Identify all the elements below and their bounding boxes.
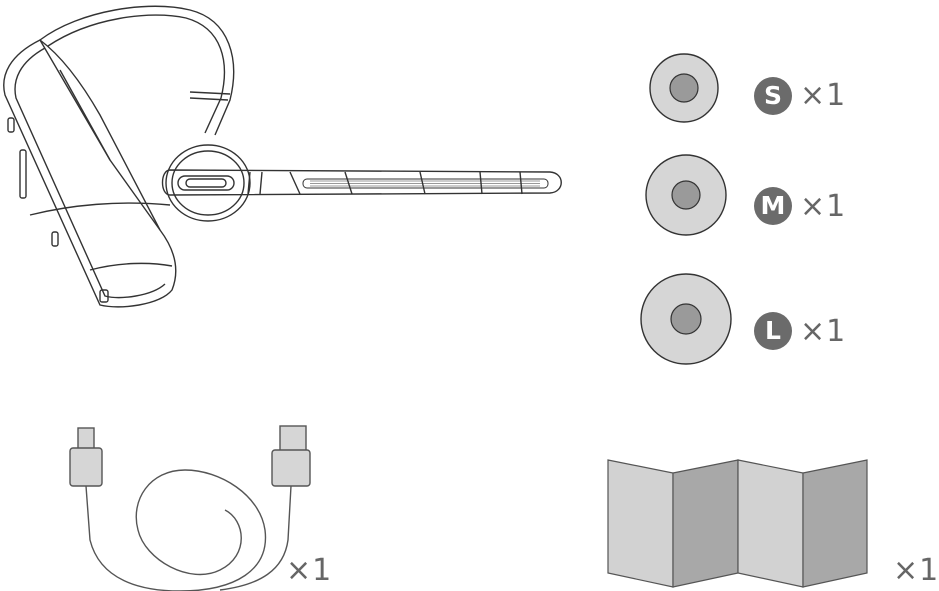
manual-quantity: ×1	[893, 553, 939, 588]
bluetooth-headset-icon	[3, 5, 562, 308]
eartip-s-quantity: ×1	[800, 78, 847, 113]
cable-quantity: ×1	[286, 553, 333, 588]
folded-manual-icon	[607, 459, 868, 588]
eartip-small-icon	[649, 53, 719, 123]
eartip-medium-icon	[645, 154, 727, 236]
eartip-large-icon	[640, 273, 732, 365]
size-badge-l: L	[754, 312, 792, 350]
size-badge-m: M	[754, 187, 792, 225]
eartip-l-quantity: ×1	[800, 314, 847, 349]
size-badge-s: S	[754, 77, 792, 115]
usb-cable-icon	[69, 425, 311, 591]
eartip-m-quantity: ×1	[800, 189, 847, 224]
